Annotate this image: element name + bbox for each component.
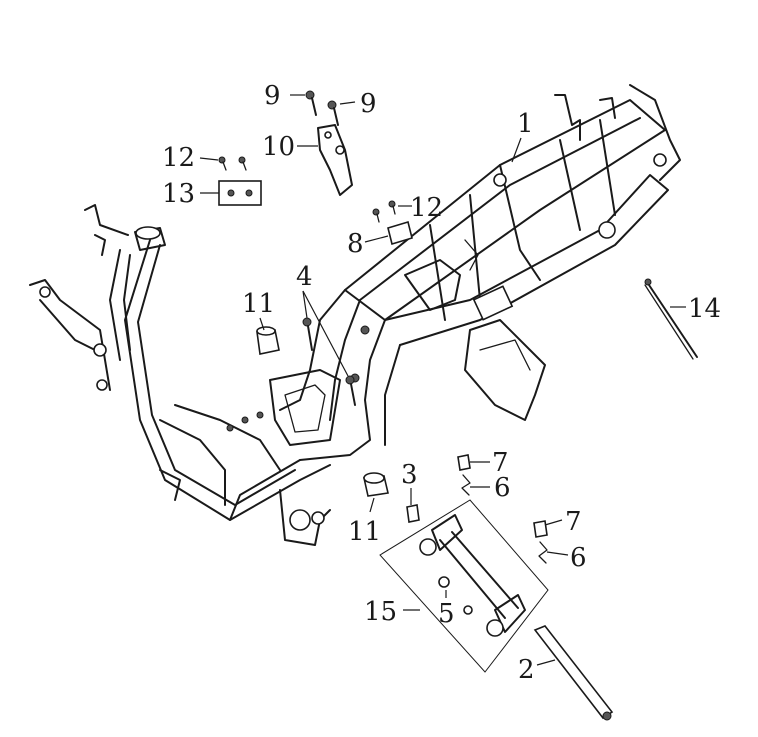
callout-9-left: 9 (264, 81, 281, 111)
plate-8 (387, 220, 413, 246)
nut-11-upper (256, 326, 280, 355)
bolt-9-left (305, 90, 317, 116)
callout-6-upper: 6 (494, 473, 511, 503)
callout-labels: 1 9 9 10 12 13 12 8 11 4 14 3 7 6 11 7 6… (162, 81, 721, 685)
callout-9-right: 9 (360, 89, 377, 119)
callout-12-middle: 12 (410, 193, 443, 223)
callout-12-top: 12 (162, 143, 195, 173)
plate-13 (218, 180, 262, 206)
callout-5: 5 (438, 599, 455, 629)
bracket-10 (317, 124, 353, 196)
callout-2: 2 (518, 655, 535, 685)
screws-12-top (218, 156, 247, 171)
callout-13: 13 (162, 179, 195, 209)
callout-8: 8 (347, 229, 364, 259)
callout-11-lower: 11 (348, 517, 381, 547)
pin-7-right (533, 520, 548, 564)
leader-lines (199, 94, 686, 666)
bolt-9-right (327, 100, 339, 126)
pin-7-upper (457, 454, 471, 496)
bolt-2 (533, 625, 614, 721)
callout-15: 15 (364, 597, 397, 627)
callout-4: 4 (296, 262, 313, 292)
callout-3: 3 (401, 460, 418, 490)
nut-11-lower (363, 472, 389, 497)
callout-7-right: 7 (565, 507, 582, 537)
callout-1: 1 (517, 109, 534, 139)
screws-12-middle (372, 200, 396, 223)
callout-11-upper: 11 (242, 289, 275, 319)
bolt-14 (644, 278, 698, 360)
callout-10: 10 (262, 132, 295, 162)
side-stand-15 (379, 499, 549, 673)
callout-14: 14 (688, 294, 721, 324)
nut-3 (406, 504, 420, 523)
callout-7-upper: 7 (492, 448, 509, 478)
callout-6-right: 6 (570, 543, 587, 573)
main-frame (29, 84, 681, 546)
